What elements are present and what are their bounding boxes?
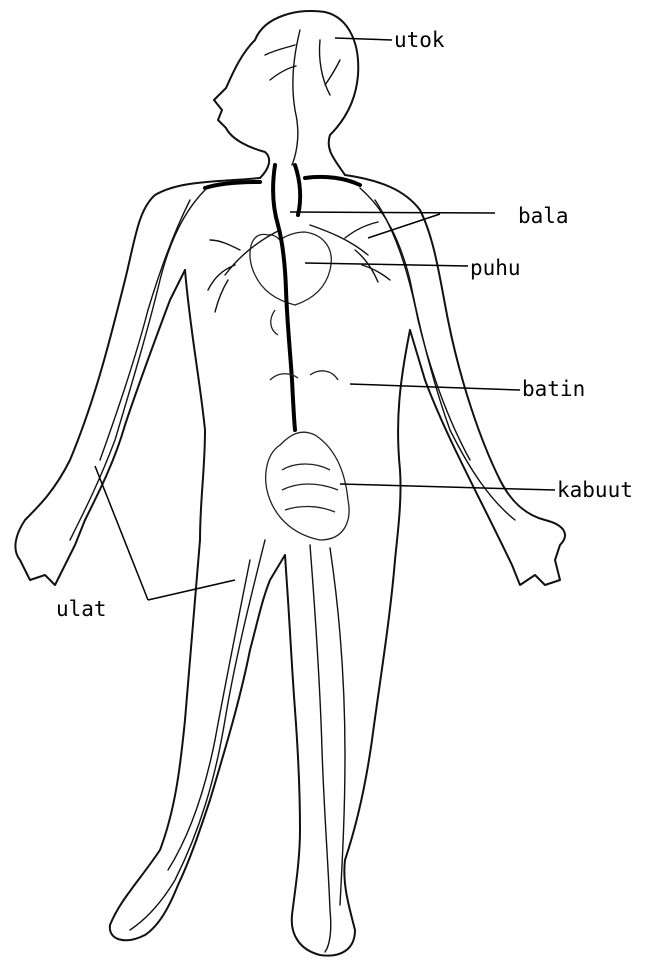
heart-shape xyxy=(250,232,331,305)
label-intestines: kabuut xyxy=(557,478,633,502)
leader-vessels-limbs-b xyxy=(148,580,235,600)
intestines-shape xyxy=(266,432,349,540)
leader-brain xyxy=(335,38,392,40)
leader-vessels-limbs-a xyxy=(95,466,148,600)
left-arm-outline xyxy=(15,178,260,585)
label-vessels-top: bala xyxy=(518,204,569,228)
head-outline xyxy=(214,11,358,178)
leader-intestines xyxy=(340,484,555,490)
lungs xyxy=(208,222,390,312)
abdominal-organs xyxy=(270,310,338,380)
main-vessels xyxy=(205,165,360,430)
label-heart: puhu xyxy=(470,256,521,280)
leader-lines xyxy=(95,38,555,600)
label-brain: utok xyxy=(394,28,445,52)
leader-heart xyxy=(305,263,468,266)
torso-outline xyxy=(185,270,410,560)
left-leg-outline xyxy=(110,540,285,940)
label-liver: batin xyxy=(522,377,585,401)
label-vessels-limbs: ulat xyxy=(56,597,107,621)
leader-vessels-top-a xyxy=(290,212,495,213)
